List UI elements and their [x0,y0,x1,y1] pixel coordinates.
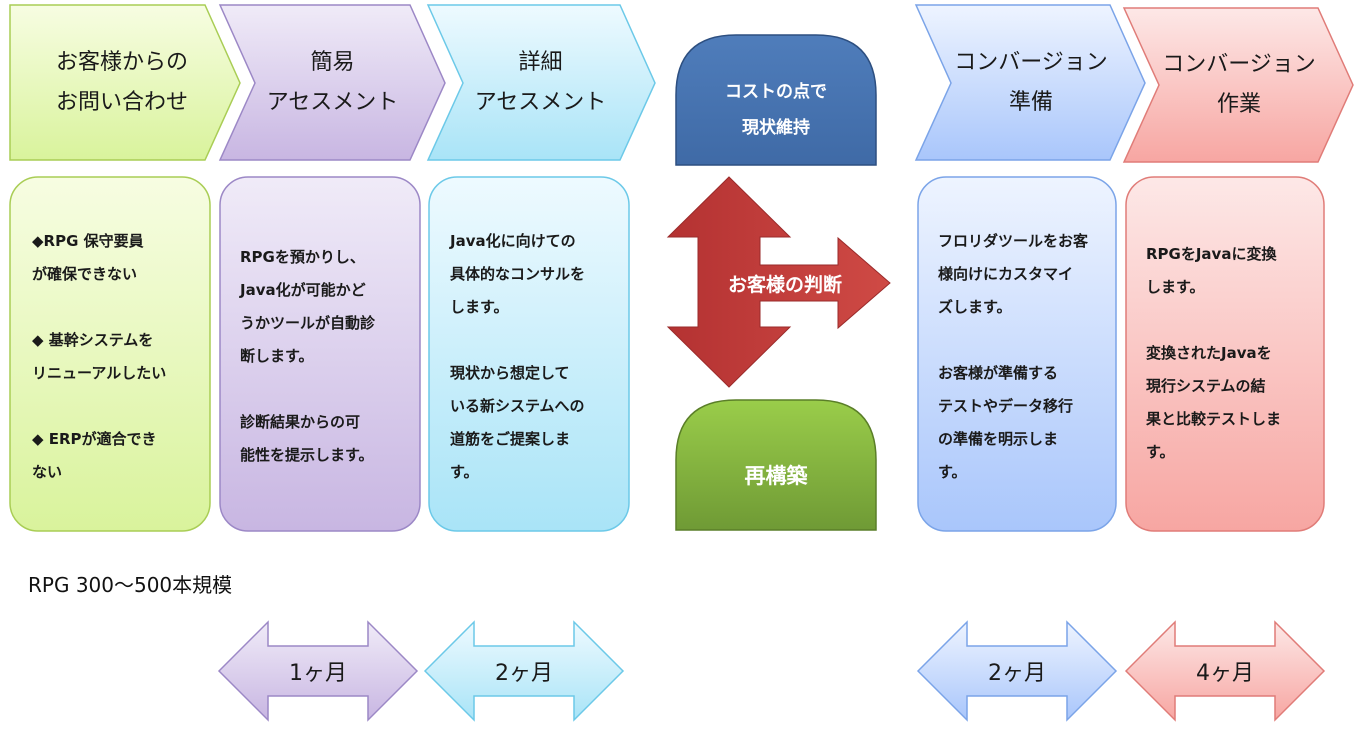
duration-arrow-simple [217,620,419,722]
scale-note: RPG 300～500本規模 [28,572,233,597]
detail-assessment-title: 詳細 アセスメント [474,49,607,115]
chevron-inquiry [9,4,241,161]
duration-work: 4ヶ月 [1196,661,1254,686]
keep-shape [675,34,877,166]
simple-assessment-body: RPGを預かりし、 Java化が可能かど うかツールが自動診 断します。 診断結… [240,248,376,464]
inquiry-body: ◆RPG 保守要員 が確保できない ◆ 基幹システムを リニューアルしたい ◆ … [32,232,167,481]
decision-arrow [666,176,891,388]
conversion-work-body: RPGをJavaに変換 します。 変換されたJavaを 現行システムの結 果と比… [1146,245,1282,461]
duration-simple: 1ヶ月 [289,661,347,686]
chevron-work [1122,7,1354,163]
conversion-prep-body: フロリダツールをお客 様向けにカスタマイ ズします。 お客様が準備する テストや… [938,232,1089,481]
decision-label: お客様の判断 [727,273,842,296]
chevron-detail [426,4,656,161]
duration-arrow-work [1124,620,1326,722]
conversion-work-title: コンバージョン 作業 [1162,51,1316,117]
box-simple [219,176,421,532]
duration-arrow-detail [423,620,625,722]
chevron-prep [914,4,1146,161]
keep-current-label: コストの点で 現状維持 [725,82,827,138]
simple-assessment-title: 簡易 アセスメント [266,49,399,115]
duration-prep: 2ヶ月 [988,661,1046,686]
conversion-prep-title: コンバージョン 準備 [954,49,1108,115]
rebuild-label: 再構築 [744,464,808,488]
box-prep [917,176,1117,532]
box-work [1125,176,1325,532]
box-detail [428,176,630,532]
duration-detail: 2ヶ月 [495,661,553,686]
chevron-simple [218,4,446,161]
detail-assessment-body: Java化に向けての 具体的なコンサルを します。 現状から想定して いる新シス… [450,232,586,481]
rebuild-shape [675,399,877,531]
inquiry-title: お客様からの お問い合わせ [55,49,188,115]
box-inquiry [9,176,211,532]
duration-arrow-prep [916,620,1118,722]
